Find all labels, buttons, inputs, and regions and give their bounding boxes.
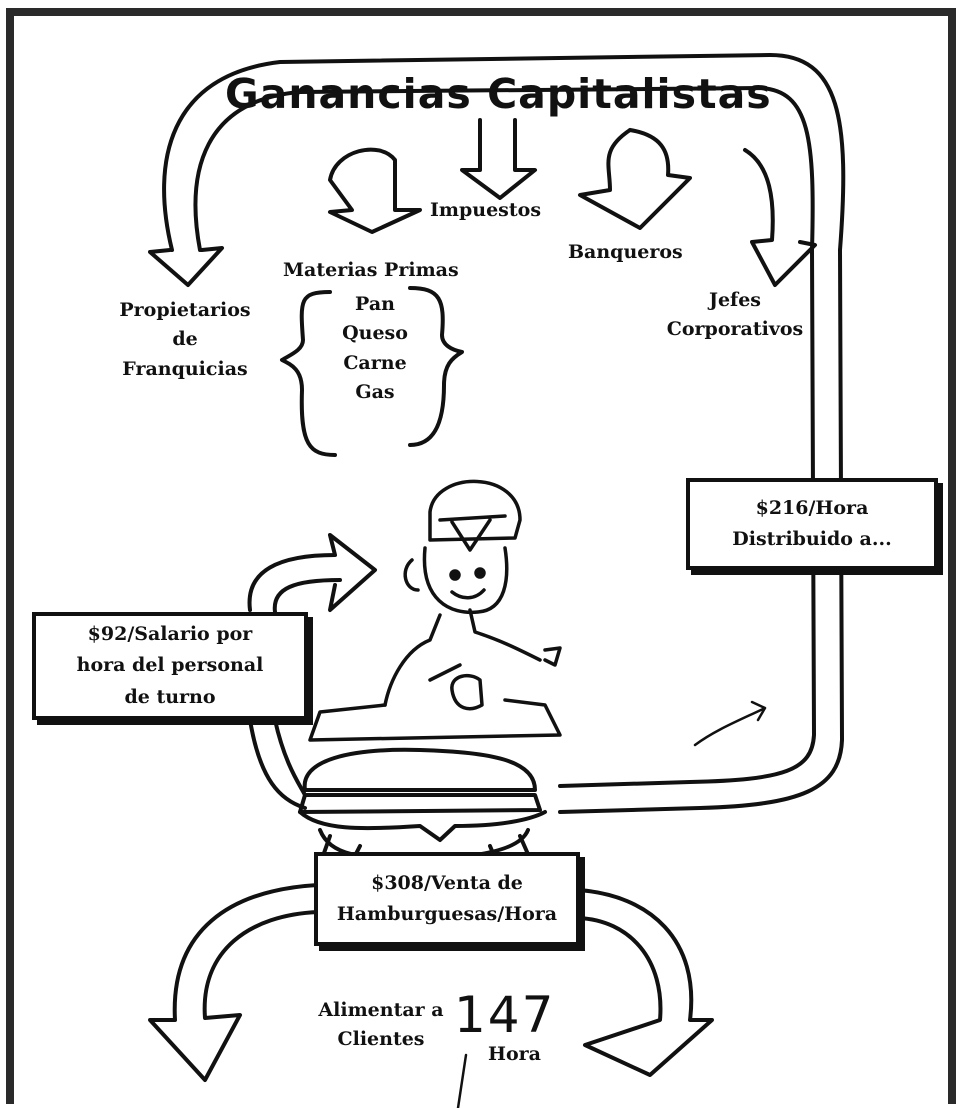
propietarios-line-1: Propietarios — [119, 299, 251, 321]
materia-pan: Pan — [355, 293, 395, 315]
bottom-arrow-right — [576, 888, 714, 1077]
alimentar-line-2: Clientes — [337, 1028, 425, 1051]
salario-box: $92/Salario por hora del personal de tur… — [32, 612, 308, 720]
diagram-title: Ganancias Capitalistas — [225, 70, 772, 118]
materia-queso: Queso — [342, 322, 408, 345]
materia-carne: Carne — [343, 351, 407, 374]
bottom-arrow-left — [148, 883, 320, 1082]
top-loop-inner — [193, 86, 815, 252]
label-materias-primas: Materias Primas — [283, 259, 459, 281]
left-channel-lower — [248, 718, 307, 810]
left-channel — [247, 533, 377, 614]
jefes-line-1: Jefes — [708, 289, 762, 311]
page-frame — [6, 8, 956, 1104]
top-loop-outer — [162, 53, 846, 252]
venta-box: $308/Venta de Hamburguesas/Hora — [314, 852, 580, 946]
alimentar-line-1: Alimentar a — [318, 999, 444, 1021]
arrow-to-materias — [328, 147, 422, 234]
arrow-to-impuestos — [460, 118, 537, 200]
label-jefes: Jefes Corporativos — [650, 286, 820, 345]
brace-left — [280, 290, 337, 457]
distribuido-box: $216/Hora Distribuido a... — [686, 478, 938, 570]
small-curved-arrow — [693, 700, 767, 747]
arrow-to-banqueros — [578, 128, 692, 230]
handwritten-stroke — [456, 1053, 468, 1108]
brace-right — [408, 286, 464, 447]
handwritten-number: 147 — [454, 986, 556, 1044]
label-banqueros: Banqueros — [568, 241, 683, 263]
salario-line-3: de turno — [124, 685, 216, 708]
worker-drawing — [308, 479, 562, 742]
burger-drawing — [298, 747, 547, 861]
jefes-line-2: Corporativos — [666, 318, 804, 341]
label-propietarios: Propietarios de Franquicias — [100, 296, 270, 384]
arrow-to-propietarios — [148, 246, 224, 287]
right-channel-outer — [558, 248, 844, 814]
materias-items-list: Pan Queso Carne Gas — [325, 290, 425, 408]
propietarios-line-2: de — [172, 328, 198, 351]
arrow-to-jefes — [743, 148, 817, 287]
label-alimentar: Alimentar a Clientes — [306, 996, 456, 1055]
propietarios-line-3: Franquicias — [122, 357, 248, 380]
label-hora: Hora — [488, 1043, 541, 1065]
venta-line-1: $308/Venta de — [371, 871, 523, 894]
label-impuestos: Impuestos — [430, 199, 542, 221]
salario-line-2: hora del personal — [76, 654, 264, 677]
salario-line-1: $92/Salario por — [87, 622, 253, 645]
distribuido-line-2: Distribuido a... — [732, 528, 892, 550]
distribuido-line-1: $216/Hora — [755, 496, 869, 519]
materia-gas: Gas — [355, 381, 395, 404]
right-channel-inner — [558, 248, 816, 788]
venta-line-2: Hamburguesas/Hora — [336, 903, 558, 925]
